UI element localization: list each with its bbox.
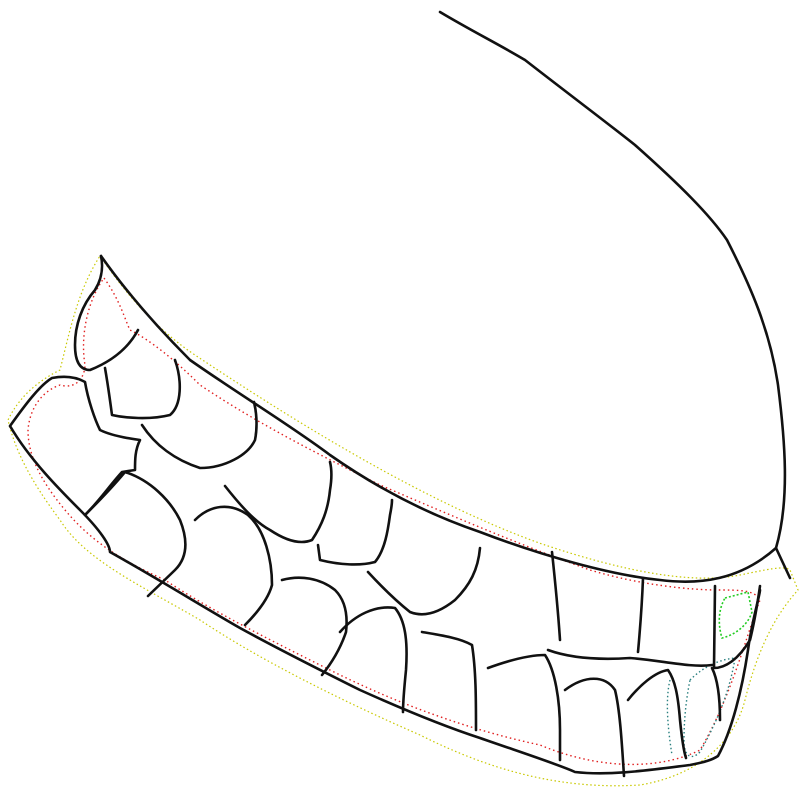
upper-gum-line <box>99 254 792 583</box>
lower-tooth-3 <box>280 576 348 677</box>
upper-tooth-8 <box>636 576 645 654</box>
upper-tooth-1 <box>73 254 140 372</box>
lower-tooth-4 <box>338 606 408 714</box>
gum-guide-outline <box>683 657 736 758</box>
lower-outline <box>8 375 762 775</box>
lower-tooth-1 <box>83 470 187 598</box>
upper-tooth-3 <box>140 400 258 470</box>
lower-tooth-9 <box>626 668 688 760</box>
inner-guide-outline <box>27 276 761 766</box>
upper-tooth-7 <box>550 550 562 642</box>
upper-tooth-4 <box>223 460 333 544</box>
lower-tooth-10 <box>710 666 722 722</box>
lower-tooth-6 <box>486 653 562 762</box>
lower-tooth-2 <box>193 505 274 627</box>
lower-tooth-8 <box>563 677 626 778</box>
upper-tooth-2 <box>103 358 181 420</box>
lower-tooth-5 <box>420 630 478 732</box>
lower-tooth-7 <box>546 648 714 667</box>
gum-guide-inner <box>666 679 673 756</box>
upper-tooth-9 <box>712 584 762 670</box>
highlight-region <box>718 591 753 639</box>
upper-tooth-5 <box>316 498 394 566</box>
face-contour <box>438 10 787 550</box>
upper-tooth-6 <box>366 546 482 616</box>
